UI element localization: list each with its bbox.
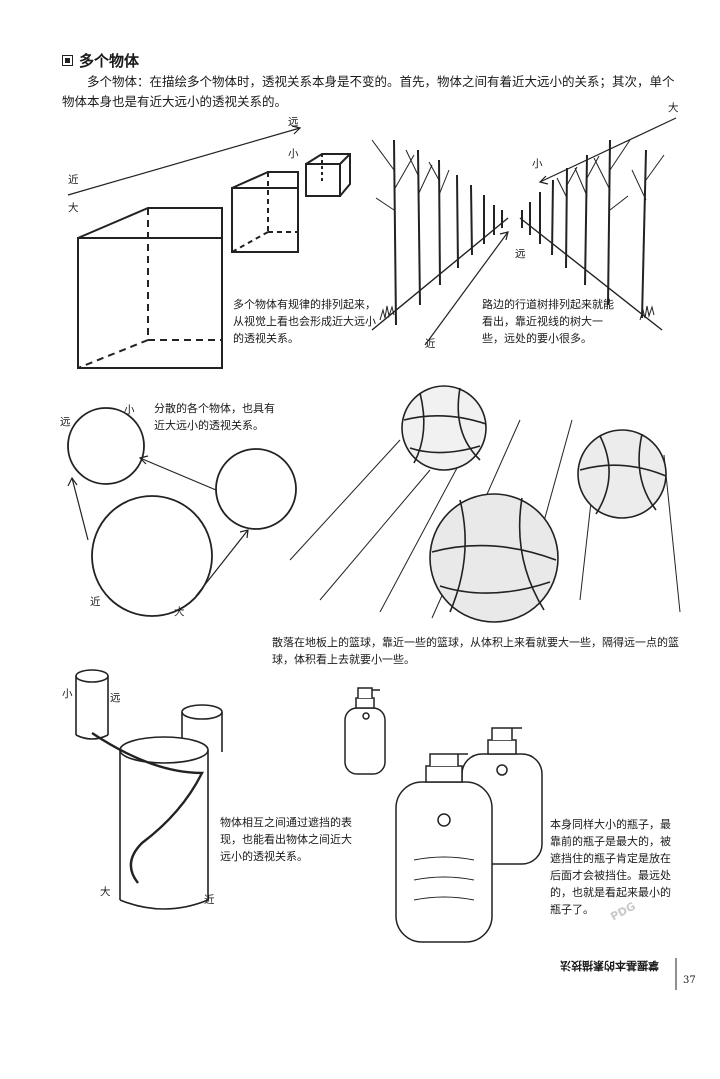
label-cyl-near: 近	[204, 894, 215, 906]
heading-text: 多个物体	[79, 52, 140, 70]
label-trees-far: 远	[515, 248, 526, 260]
label-trees-big: 大	[668, 102, 679, 114]
label-small: 小	[288, 148, 299, 160]
label-circle-big: 大	[174, 606, 185, 618]
label-near: 近	[68, 174, 79, 186]
caption-circles: 分散的各个物体，也具有近大远小的透视关系。	[154, 402, 275, 432]
label-circle-small: 小	[124, 404, 135, 416]
section-heading: 多个物体	[62, 50, 139, 71]
cylinders-drawing	[75, 669, 223, 910]
label-cyl-far: 远	[110, 692, 121, 704]
label-big: 大	[68, 202, 79, 214]
medium-cube	[231, 171, 299, 253]
caption-cylinders: 物体相互之间通过遮挡的表现，也能看出物体之间近大远小的透视关系。	[220, 816, 352, 863]
label-circle-near: 近	[90, 596, 101, 608]
label-trees-near: 近	[425, 338, 436, 350]
caption-basketballs: 散落在地板上的篮球，靠近一些的篮球，从体积上来看就要大一些，隔得远一点的篮球，体…	[272, 636, 679, 666]
caption-trees: 路边的行道树排列起来就能看出，靠近视线的树大一些，远处的要小很多。	[482, 298, 614, 345]
caption-bottles: 本身同样大小的瓶子，最靠前的瓶子是最大的，被遮挡住的瓶子肯定是放在后面才会被挡住…	[550, 818, 671, 916]
small-bottle	[344, 687, 386, 775]
large-cube	[77, 207, 223, 369]
tree-lined-road	[371, 117, 677, 346]
cubes-perspective-arrow	[67, 125, 302, 196]
bottles-drawing	[344, 687, 543, 943]
label-circle-far: 远	[60, 416, 71, 428]
label-far: 远	[288, 116, 299, 128]
label-cyl-big: 大	[100, 886, 111, 898]
heading-bullet-icon	[62, 55, 73, 66]
label-cyl-small: 小	[62, 688, 73, 700]
intro-paragraph: 多个物体：在描绘多个物体时，透视关系本身是不变的。首先，物体之间有着近大远小的关…	[62, 74, 675, 109]
small-cube	[305, 153, 351, 197]
page-number: 37	[683, 975, 696, 986]
circles-diagram	[67, 407, 297, 617]
large-bottle	[395, 753, 493, 943]
footer-book-title: 掌握基本的素描技法	[560, 959, 659, 972]
caption-cubes: 多个物体有规律的排列起来，从视觉上看也会形成近大远小的透视关系。	[233, 298, 376, 345]
basketballs-drawing	[289, 385, 681, 623]
label-trees-small: 小	[532, 158, 543, 170]
